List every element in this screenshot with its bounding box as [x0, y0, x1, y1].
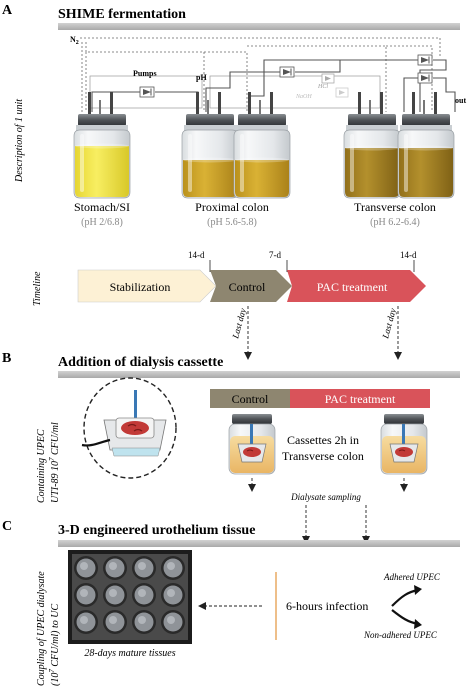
vessel-transverse-1: [343, 92, 401, 199]
cassette-jar-control: [228, 414, 276, 475]
panel-a-title: SHIME fermentation: [58, 7, 186, 22]
panel-c-letter: C: [2, 519, 12, 534]
timeline-tick-1: 14-d: [188, 250, 205, 260]
arrow-head-icon: [414, 619, 422, 629]
nonadhered-label: Non-adhered UPEC: [363, 630, 438, 640]
panel-c-side-label: Coupling of UPEC dialysate: [36, 571, 47, 686]
transverse-label: Transverse colon: [354, 200, 436, 214]
out-label: out: [455, 96, 466, 105]
panel-a-letter: A: [2, 3, 13, 18]
panel-b-header-bar: [58, 371, 460, 378]
infection-label: 6-hours infection: [286, 599, 368, 613]
pac-arrow: [287, 270, 426, 302]
control-arrow: [210, 270, 292, 302]
timeline-tick-3: 14-d: [400, 250, 417, 260]
ph-label: pH: [196, 73, 207, 82]
arrow-head-icon: [394, 352, 402, 360]
cassette-jars: [228, 414, 428, 475]
cassette-jar-pac: [380, 414, 428, 475]
pac-bar-label: PAC treatment: [325, 392, 396, 406]
panel-b-side-label-2: UTI-89 107 CFU/ml: [48, 422, 61, 503]
pac-label: PAC treatment: [317, 280, 388, 294]
control-bar: [210, 389, 290, 408]
arrow-head-icon: [414, 585, 422, 595]
stomach-ph: (pH 2/6.8): [81, 217, 123, 228]
timeline-tick-2: 7-d: [269, 250, 281, 260]
nonadhered-arrow: [391, 609, 419, 626]
panel-c-title: 3-D engineered urothelium tissue: [58, 523, 255, 538]
stabilization-label: Stabilization: [110, 280, 171, 294]
adhered-label: Adhered UPEC: [383, 572, 441, 582]
last-day-label-1: Last day: [230, 307, 248, 340]
proximal-ph: (pH 5.6-5.8): [207, 217, 257, 228]
pump-icon: [279, 66, 295, 78]
pump-icon: [417, 54, 433, 66]
pump-icon: [321, 73, 335, 84]
control-bar-label: Control: [232, 392, 269, 406]
cassette-text-line-2: Transverse colon: [282, 449, 364, 463]
feed-tubing: [91, 59, 456, 112]
pointer-arrow: [81, 438, 111, 447]
panel-a-side-label: Description of 1 unit: [14, 99, 25, 183]
tissues-caption: 28-days mature tissues: [84, 648, 175, 659]
n2-label: N2: [70, 35, 79, 46]
proximal-label: Proximal colon: [195, 200, 269, 214]
vessel-transverse-2: [397, 92, 455, 199]
last-day-label-2: Last day: [380, 307, 398, 340]
pac-bar: [290, 389, 430, 408]
cassette-zoom-circle: [83, 377, 177, 479]
vessel-stomach: [73, 92, 131, 199]
stabilization-arrow: [77, 269, 217, 303]
vessel-proximal-1: [181, 92, 239, 199]
adhered-arrow: [391, 588, 419, 607]
naoh-label: NaOH: [295, 94, 312, 100]
vessels: [73, 92, 455, 199]
panel-b-title: Addition of dialysis cassette: [58, 355, 223, 370]
arrow-head-icon: [400, 484, 408, 492]
arrow-head-icon: [248, 484, 256, 492]
arrow-head-icon: [198, 602, 206, 610]
dialysate-sampling-label: Dialysate sampling: [290, 492, 361, 502]
pump-icons: [139, 54, 433, 98]
panel-c-header-bar: [58, 540, 460, 547]
stomach-label: Stomach/SI: [74, 200, 130, 214]
well-plate-photo: [68, 550, 192, 644]
transverse-ph: (pH 6.2-6.4): [370, 217, 420, 228]
panel-b-side-label: Containing UPEC: [36, 429, 47, 503]
timeline-label: Timeline: [32, 271, 43, 306]
pump-icon: [417, 72, 433, 84]
pump-icon: [335, 87, 349, 98]
panel-b-letter: B: [2, 351, 11, 366]
dialysis-cassette-icon: [103, 390, 167, 457]
control-label: Control: [229, 280, 266, 294]
panel-a-header-bar: [58, 23, 460, 30]
pump-icon: [139, 86, 155, 98]
pumps-label: Pumps: [133, 69, 157, 78]
n2-gas-lines: [80, 37, 441, 112]
arrow-head-icon: [244, 352, 252, 360]
hcl-label: HCl: [317, 84, 328, 90]
vessel-proximal-2: [233, 92, 291, 199]
cassette-text-line-1: Cassettes 2h in: [287, 433, 359, 447]
panel-c-side-label-2: (107 CFU/ml) to UC: [48, 604, 61, 686]
